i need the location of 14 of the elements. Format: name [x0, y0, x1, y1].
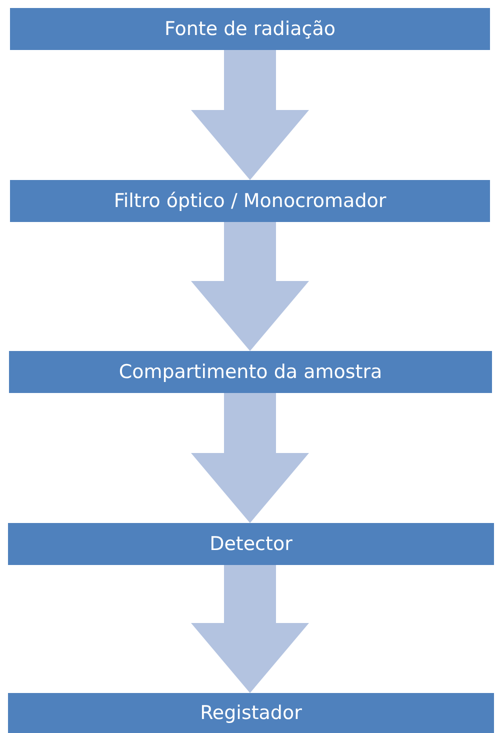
process-box [10, 180, 490, 222]
process-box [8, 693, 494, 733]
box-label: Fonte de radiação [164, 18, 336, 40]
box-label: Filtro óptico / Monocromador [114, 190, 386, 212]
block-arrow [191, 50, 309, 180]
block-arrow [191, 565, 309, 693]
process-box [10, 8, 490, 50]
block-arrow [191, 222, 309, 351]
box-label: Detector [210, 533, 292, 555]
process-box [8, 523, 494, 565]
box-label: Registador [200, 702, 302, 724]
process-box [9, 351, 492, 393]
block-arrow [191, 393, 309, 523]
box-label: Compartimento da amostra [118, 361, 382, 383]
